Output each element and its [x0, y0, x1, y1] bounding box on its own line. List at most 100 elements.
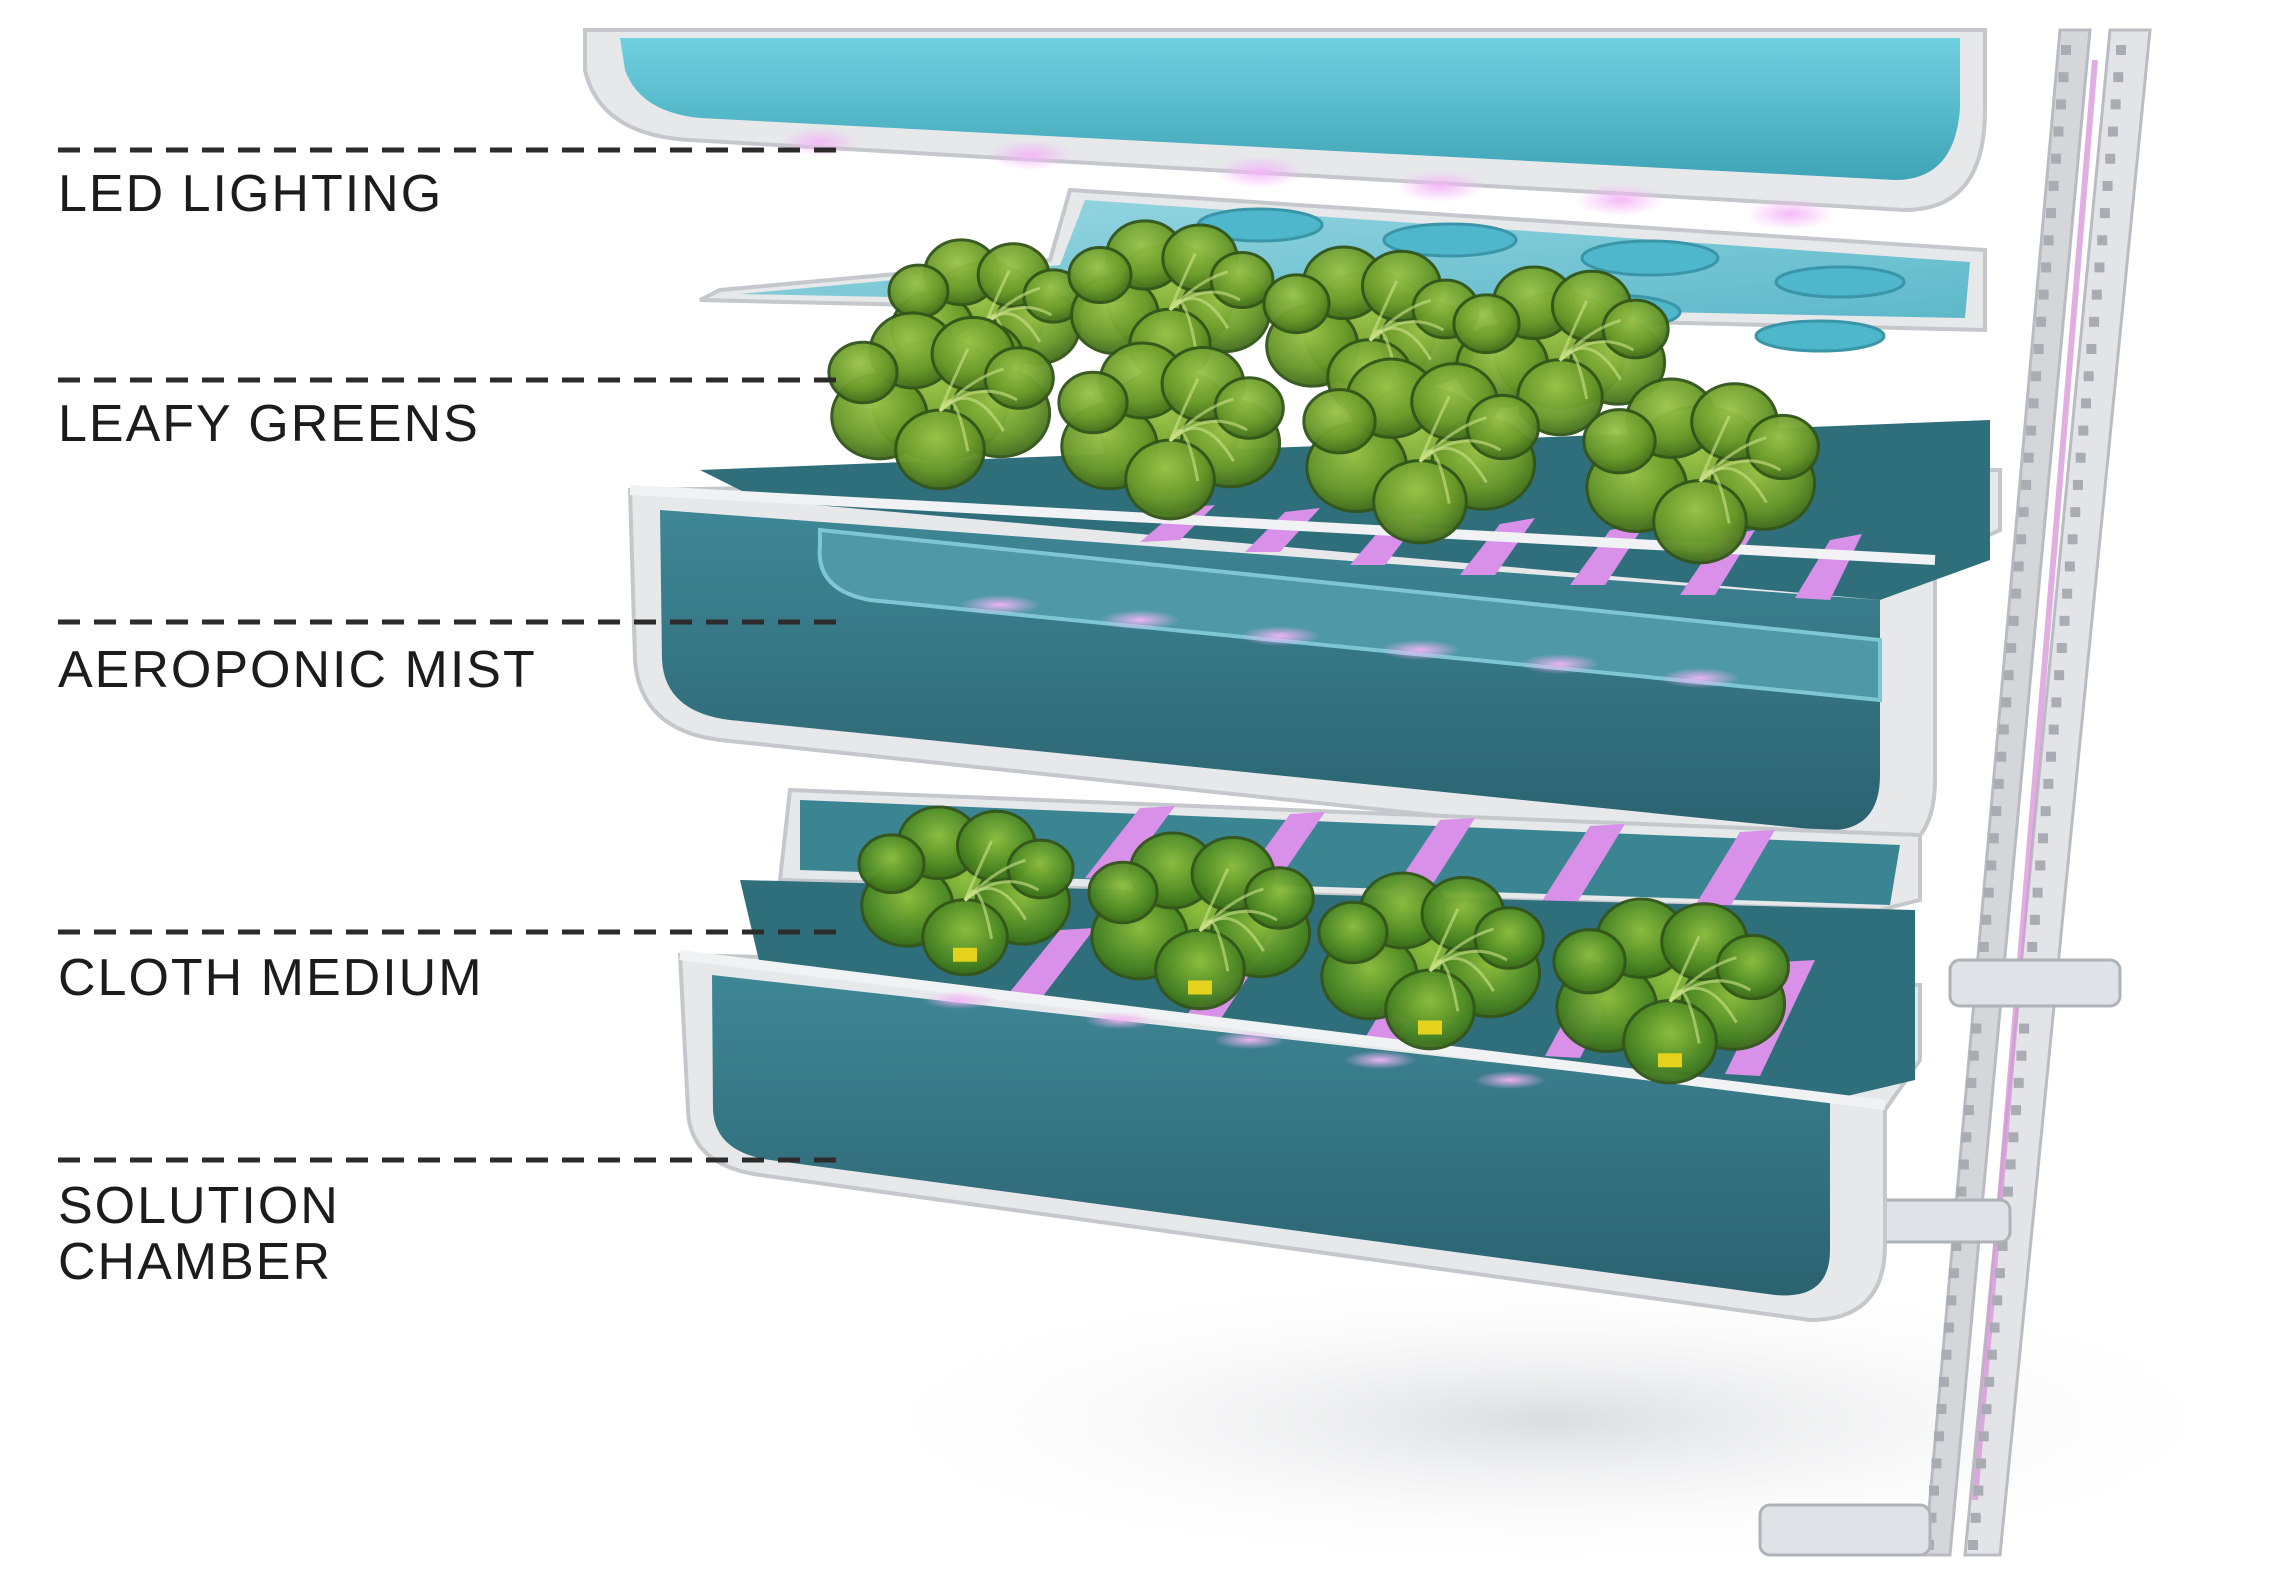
rack-notch: [2019, 1023, 2030, 1034]
lettuce-head: [1552, 897, 1790, 1085]
rack-notch: [1946, 1295, 1957, 1306]
callout-label-solution-chamber: SOLUTION CHAMBER: [58, 1178, 340, 1290]
rack-notch: [1928, 1485, 1939, 1496]
rack-notch: [1943, 1322, 1954, 1333]
rack-notch: [1983, 887, 1994, 898]
rack-notch: [2059, 615, 2070, 626]
rack-notch: [1986, 1349, 1997, 1360]
rack-notch: [1973, 1485, 1984, 1496]
rack-notch: [2013, 561, 2024, 572]
rack-notch: [2056, 643, 2067, 653]
rack-notch: [2028, 398, 2039, 409]
rack-notch: [2016, 534, 2027, 545]
rack-notch: [2089, 316, 2100, 327]
lettuce-head: [857, 805, 1075, 977]
callout-lines: [58, 147, 850, 1163]
rack-notch: [2097, 235, 2108, 246]
rack-notch: [2083, 371, 2094, 382]
callout-label-line: AEROPONIC MIST: [58, 641, 537, 699]
rack-notch: [2003, 670, 2014, 681]
rack-notch: [1963, 1105, 1974, 1116]
rack-notch: [2048, 180, 2059, 191]
rack-notch: [2075, 452, 2086, 463]
rack-notch: [2091, 289, 2102, 300]
rack-notch: [1966, 1077, 1977, 1088]
rack-notch: [1996, 751, 2007, 762]
rack-notch: [2046, 208, 2057, 219]
rack-notch: [2036, 316, 2047, 327]
rack-notch: [1938, 1376, 1949, 1387]
rack-notch: [2027, 942, 2038, 952]
rack-notch: [2026, 425, 2037, 436]
rack-notch: [1956, 1186, 1967, 1197]
rack-notch: [2031, 371, 2042, 382]
rack-notch: [1958, 1159, 1969, 1170]
rack-notch: [2053, 126, 2064, 137]
rack-notch: [2043, 235, 2054, 246]
rack-notch: [2094, 262, 2105, 273]
lettuce-head: [1087, 831, 1315, 1011]
led-glow-row: [782, 128, 1834, 230]
rack-notch: [1998, 724, 2009, 735]
support-rack: [1758, 28, 2152, 1557]
rack-notch: [2102, 180, 2113, 191]
rack-notch: [1981, 914, 1992, 925]
rack-notch: [1981, 1404, 1992, 1415]
rack-notch: [1997, 1241, 2008, 1251]
rack-notch: [1933, 1431, 1944, 1442]
rack-notch: [2051, 697, 2062, 708]
rack-notch: [2078, 425, 2089, 436]
rack-notch: [2048, 724, 2059, 735]
rack-notch: [2001, 697, 2012, 708]
rack-notch: [2054, 670, 2065, 681]
rack-notch: [2070, 507, 2081, 518]
rack-notch: [1951, 1241, 1962, 1251]
rack-notch: [1936, 1404, 1947, 1415]
rack-notch: [2116, 45, 2126, 55]
callout-label-aeroponic-mist: AEROPONIC MIST: [58, 642, 537, 698]
rack-notch: [1984, 1376, 1995, 1387]
rack-notch: [2046, 751, 2057, 762]
rack-notch: [1971, 1023, 1982, 1034]
rack-notch: [2002, 1186, 2013, 1197]
rack-notch: [2110, 99, 2121, 110]
rack-notch: [1968, 1050, 1979, 1061]
callout-label-cloth-medium: CLOTH MEDIUM: [58, 950, 484, 1006]
rack-notch: [2113, 72, 2124, 83]
rack-notch: [2107, 126, 2118, 137]
rack-notch: [2041, 262, 2052, 273]
rack-notch: [2062, 588, 2073, 599]
rack-notch: [2040, 806, 2051, 817]
rack-notch: [2032, 887, 2043, 898]
callout-label-line: SOLUTION: [58, 1177, 340, 1235]
rack-notch: [2072, 479, 2083, 490]
rack-notch: [2006, 643, 2017, 653]
callout-label-line: CLOTH MEDIUM: [58, 949, 484, 1007]
rack-notch: [1978, 1431, 1989, 1442]
rack-notch: [2061, 45, 2071, 55]
rack-notch: [1993, 778, 2004, 789]
callout-label-led-lighting: LED LIGHTING: [58, 166, 443, 222]
callout-label-line: LED LIGHTING: [58, 165, 444, 223]
rack-notch: [2067, 534, 2078, 545]
rack-notch: [2008, 615, 2019, 626]
rack-notch: [1976, 1458, 1987, 1469]
rack-notch: [1978, 942, 1989, 952]
rack-notch: [2011, 1105, 2022, 1116]
callout-label-line: CHAMBER: [58, 1233, 333, 1291]
rack-notch: [2029, 914, 2040, 925]
leafy-greens-upper: [827, 219, 1820, 565]
rack-notch: [1994, 1268, 2005, 1279]
lettuce-head: [1057, 341, 1285, 521]
rack-notch: [2035, 860, 2046, 871]
lettuce-head: [1302, 357, 1540, 545]
rack-notch: [2037, 833, 2048, 844]
rack-notch: [2058, 72, 2069, 83]
leafy-greens-lower: [857, 805, 1790, 1085]
rack-notch: [1991, 806, 2002, 817]
rack-notch: [1948, 1268, 1959, 1279]
rack-notch: [2099, 208, 2110, 219]
rack-notch: [1931, 1458, 1942, 1469]
rack-notch: [1988, 833, 1999, 844]
